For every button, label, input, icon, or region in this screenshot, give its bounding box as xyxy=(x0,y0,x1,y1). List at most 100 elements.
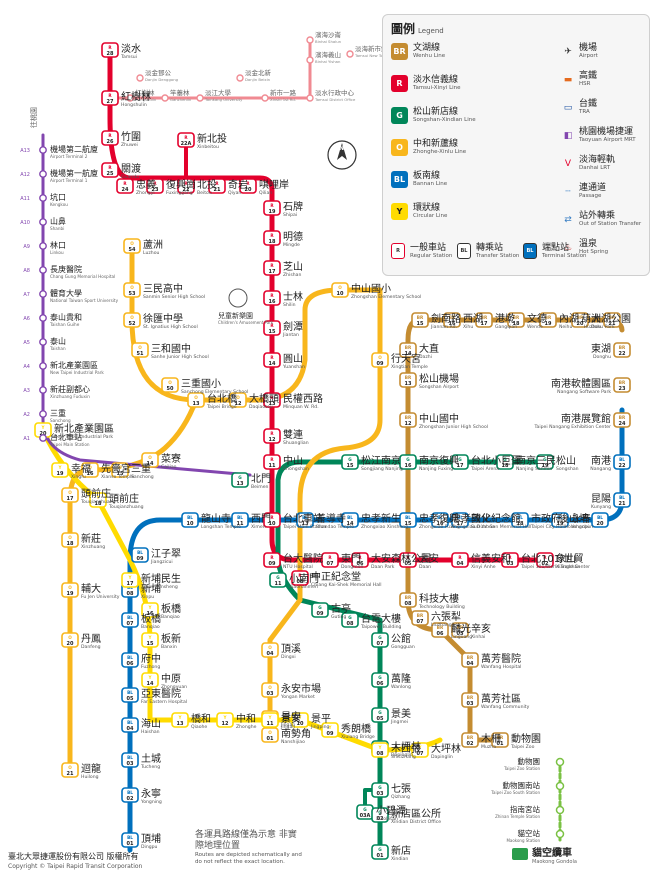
station-g16[interactable]: G16 xyxy=(399,454,417,470)
station-o17[interactable]: O17 xyxy=(61,487,79,503)
station-g09[interactable]: G09 xyxy=(311,602,329,618)
station-g18[interactable]: G18 xyxy=(496,454,514,470)
station-r24[interactable]: R24 xyxy=(116,178,134,194)
station-g19[interactable]: G19 xyxy=(536,454,554,470)
station-y11[interactable]: Y11 xyxy=(261,712,279,728)
station-g13[interactable]: G13 xyxy=(231,472,249,488)
station-o12[interactable]: O12 xyxy=(229,392,247,408)
station-o04[interactable]: O04 xyxy=(261,642,279,658)
station-o15[interactable]: O15 xyxy=(111,462,129,478)
station-r20[interactable]: R20 xyxy=(239,178,257,194)
station-y19[interactable]: Y19 xyxy=(51,462,69,478)
station-g11[interactable]: G11 xyxy=(269,572,287,588)
station-g05[interactable]: G05 xyxy=(371,707,389,723)
station-o20[interactable]: O20 xyxy=(61,632,79,648)
station-o14[interactable]: O14 xyxy=(141,452,159,468)
station-r14[interactable]: R14 xyxy=(263,352,281,368)
station-r17[interactable]: R17 xyxy=(263,260,281,276)
station-r04[interactable]: R04 xyxy=(451,552,469,568)
station-y18[interactable]: Y18 xyxy=(89,492,107,508)
station-o53[interactable]: O53 xyxy=(123,282,141,298)
station-r05[interactable]: R05 xyxy=(399,552,417,568)
station-y15[interactable]: Y15 xyxy=(141,632,159,648)
station-y17[interactable]: Y17 xyxy=(121,572,139,588)
station-r06[interactable]: R06 xyxy=(351,552,369,568)
station-r13[interactable]: R13 xyxy=(263,392,281,408)
station-r10[interactable]: R10 xyxy=(263,512,281,528)
station-o01[interactable]: O01 xyxy=(261,727,279,743)
station-r18[interactable]: R18 xyxy=(263,230,281,246)
station-g03[interactable]: G03 xyxy=(371,782,389,798)
station-r02[interactable]: R02 xyxy=(536,552,554,568)
station-g01[interactable]: G01 xyxy=(371,844,389,860)
station-g06[interactable]: G06 xyxy=(371,672,389,688)
station-y10[interactable]: Y10 xyxy=(291,712,309,728)
station-y14[interactable]: Y14 xyxy=(141,672,159,688)
station-r03[interactable]: R03 xyxy=(501,552,519,568)
station-o16[interactable]: O16 xyxy=(81,462,99,478)
station-y08[interactable]: Y08 xyxy=(371,742,389,758)
station-o51[interactable]: O51 xyxy=(131,342,149,358)
station-o18[interactable]: O18 xyxy=(61,532,79,548)
station-g17[interactable]: G17 xyxy=(451,454,469,470)
station-r26[interactable]: R26 xyxy=(101,130,119,146)
station-g02[interactable]: G02 xyxy=(371,807,389,823)
station-g08[interactable]: G08 xyxy=(341,612,359,628)
station-r07[interactable]: R07 xyxy=(321,552,339,568)
station-o13[interactable]: O13 xyxy=(187,392,205,408)
station-r11[interactable]: R11 xyxy=(263,454,281,470)
station-o52[interactable]: O52 xyxy=(123,312,141,328)
station-r09[interactable]: R09 xyxy=(263,552,281,568)
station-r28[interactable]: R28 xyxy=(101,42,119,58)
station-o09[interactable]: O09 xyxy=(371,352,389,368)
